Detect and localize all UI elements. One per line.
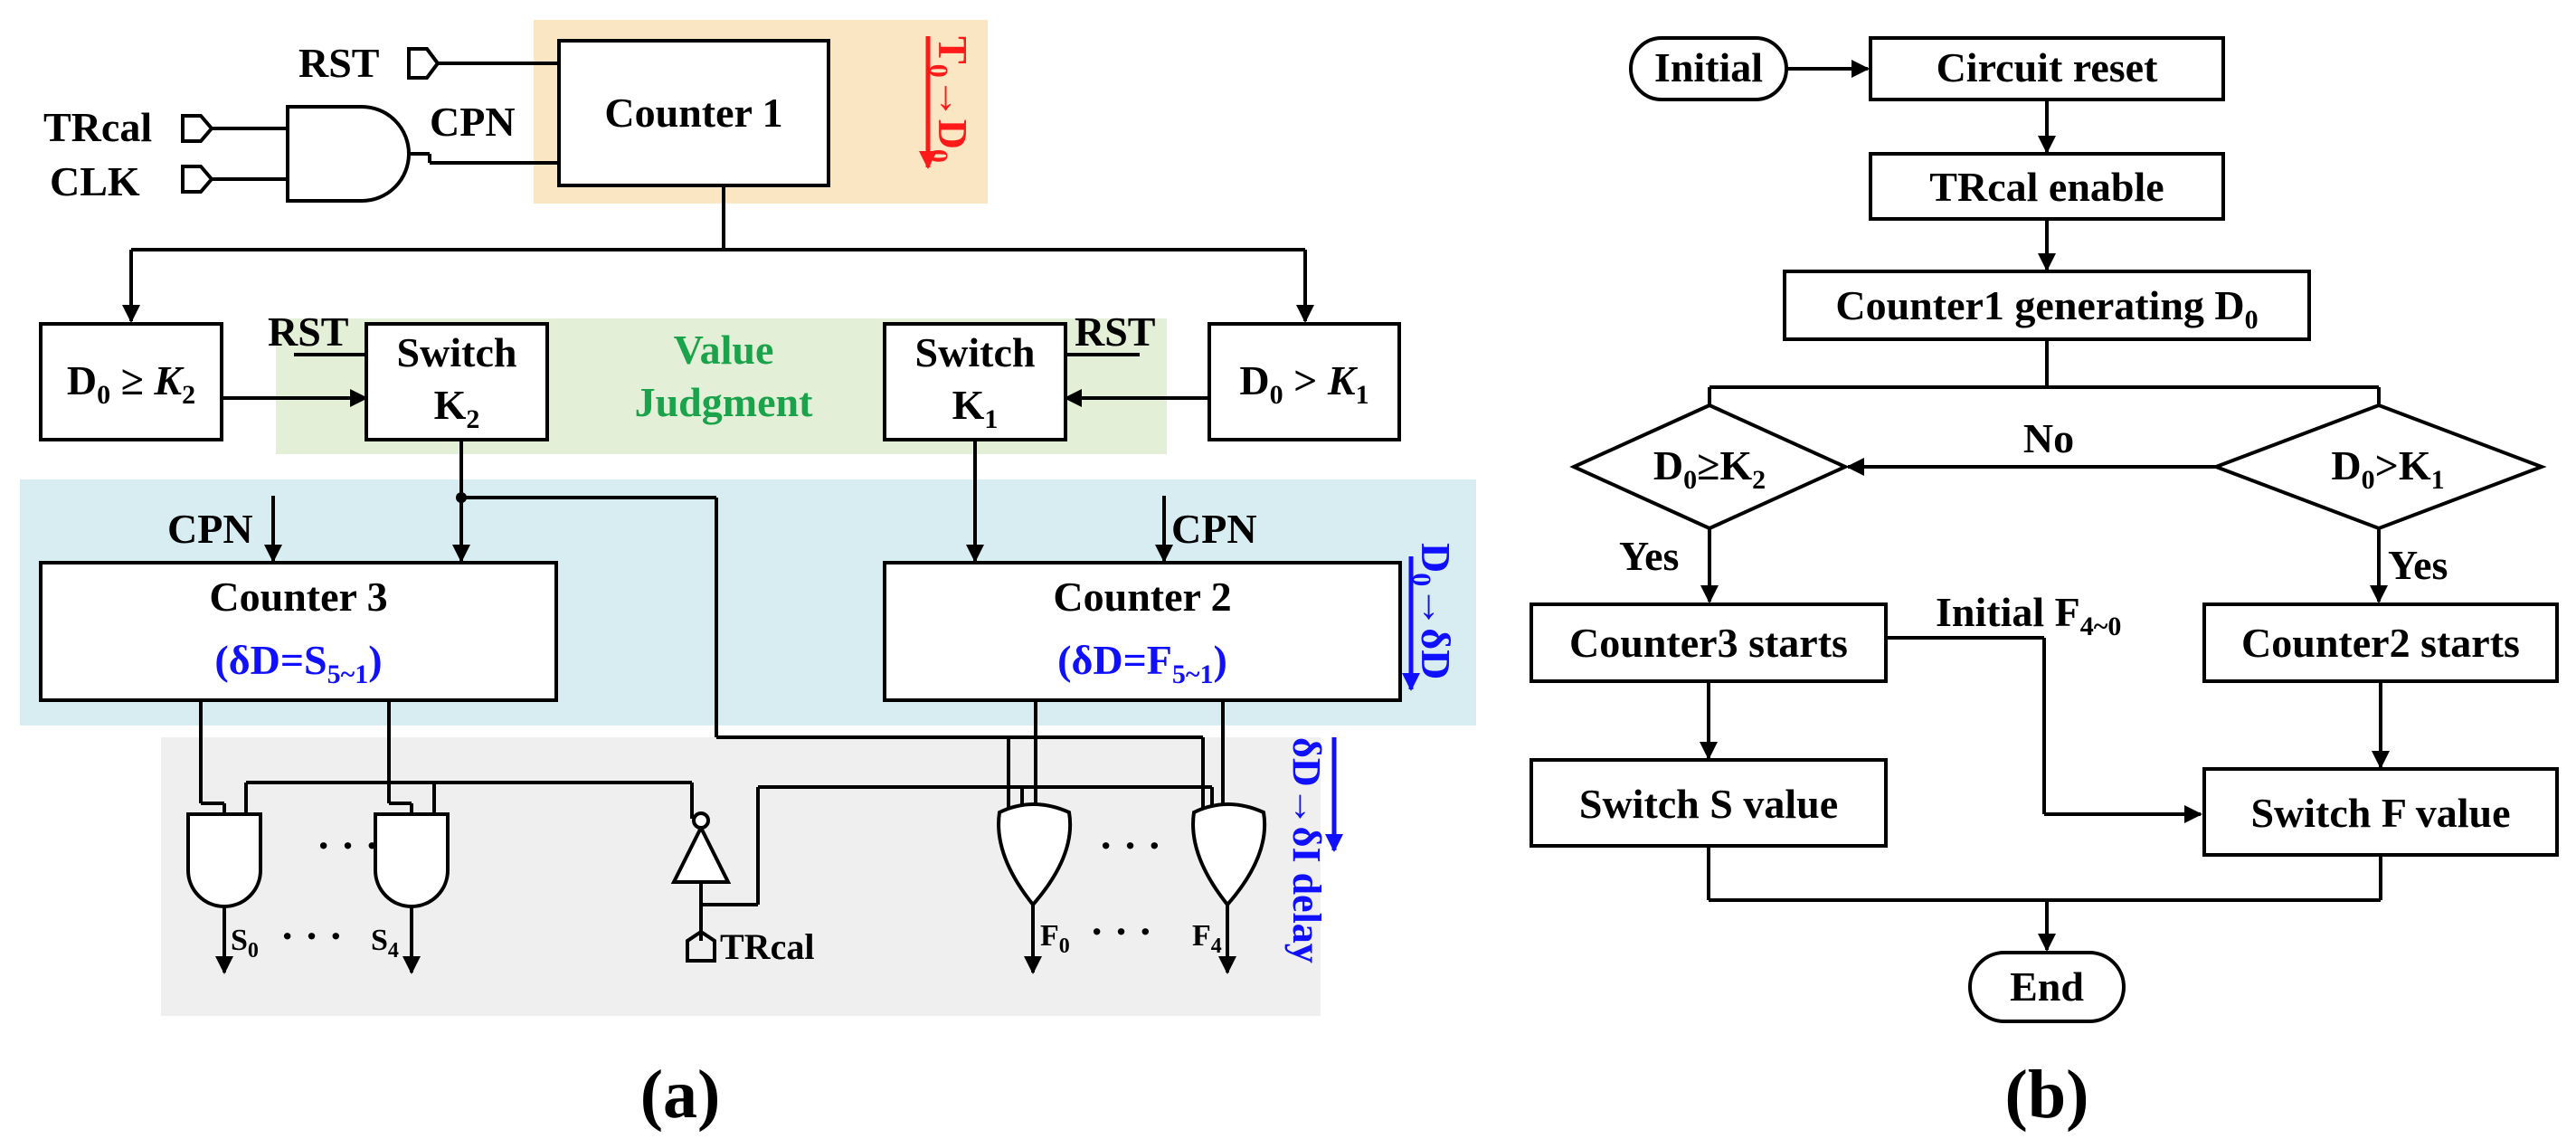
and-gate-s0 <box>186 812 262 908</box>
counter1-label: Counter 1 <box>604 90 782 136</box>
dots-s: · · · <box>280 913 343 959</box>
clk-label: CLK <box>50 158 140 204</box>
circuit-reset-label: Circuit reset <box>1937 44 2159 90</box>
or-gate-f4 <box>1191 802 1267 908</box>
switch-k1-line1: Switch <box>915 329 1036 375</box>
no-label: No <box>2023 415 2074 461</box>
counter3-title: Counter 3 <box>209 574 387 620</box>
switch-k2-block <box>365 322 549 441</box>
or-gate-f0 <box>997 802 1073 908</box>
caption-b: (b) <box>2005 1057 2089 1133</box>
switch-k1-block <box>883 322 1067 441</box>
rst-label: RST <box>298 40 379 86</box>
value-judgment-line2: Judgment <box>635 379 813 425</box>
rst-right-label: RST <box>1075 308 1155 355</box>
and-gate-s4 <box>374 812 450 908</box>
counter2-starts-block <box>2202 602 2559 683</box>
and-gate-input <box>286 105 411 203</box>
panel-b: Initial Circuit reset TRcal enable Count… <box>1530 36 2559 1133</box>
rst-left-label: RST <box>268 308 348 355</box>
trcal-enable-label: TRcal enable <box>1929 164 2164 210</box>
initial-label: Initial <box>1654 44 1763 90</box>
end-terminal <box>1968 951 2126 1023</box>
counter2-starts-label: Counter2 starts <box>2241 620 2520 666</box>
counter3-starts-label: Counter3 starts <box>1569 620 1848 666</box>
trcal-bottom-pin <box>686 929 716 963</box>
initial-f-label: Initial F4~0 <box>1936 589 2121 641</box>
counter3-formula: (δD=S5~1) <box>214 637 382 689</box>
end-label: End <box>2010 963 2084 1010</box>
trcal-bottom-label: TRcal <box>720 926 814 967</box>
inverter-bubble <box>692 811 710 830</box>
trcal-pin <box>181 114 214 143</box>
caption-a: (a) <box>640 1057 721 1133</box>
switch-k2-line1: Switch <box>397 329 517 375</box>
counter2-block <box>883 561 1402 702</box>
cpn-label-top: CPN <box>430 99 516 145</box>
trcal-label: TRcal <box>43 104 152 150</box>
compare-k1-label: D0 > K1 <box>1239 357 1368 410</box>
switch-k1-line2: K1 <box>952 382 999 434</box>
decision-k1-label: D0>K1 <box>2331 442 2444 495</box>
yes-right-label: Yes <box>2388 542 2448 588</box>
compare-k1-block <box>1208 322 1401 441</box>
counter2-formula: (δD=F5~1) <box>1057 637 1227 689</box>
counter3-starts-block <box>1530 602 1888 683</box>
counter1-gen-block <box>1783 270 2311 341</box>
circuit-reset-block <box>1869 36 2225 101</box>
t0-d0-label: T0→D0 <box>923 36 976 163</box>
compare-k2-label: D0 ≥ K2 <box>67 357 195 410</box>
counter2-title: Counter 2 <box>1053 574 1231 620</box>
compare-k2-block <box>39 322 223 441</box>
counter3-block <box>39 561 558 702</box>
trcal-enable-block <box>1869 152 2225 221</box>
yes-left-label: Yes <box>1619 533 1679 579</box>
switch-k2-line2: K2 <box>434 382 480 434</box>
cpn-right-label: CPN <box>1171 506 1257 552</box>
s4-label: S4 <box>371 924 399 963</box>
f0-label: F0 <box>1040 919 1070 958</box>
cpn-left-label: CPN <box>167 506 253 552</box>
dots-f: · · · <box>1090 908 1152 954</box>
d0-dd-label: D0→δD <box>1406 543 1459 679</box>
dots-or: · · · <box>1099 822 1161 868</box>
switch-f-label: Switch F value <box>2250 790 2510 836</box>
rst-pin <box>407 47 440 80</box>
panel-a: RST TRcal CLK CPN Counter 1 T0→D0 D0 ≥ K… <box>20 20 1476 1133</box>
s0-label: S0 <box>231 924 259 963</box>
decision-k2-label: D0≥K2 <box>1653 442 1766 495</box>
dots-and: · · · <box>317 822 379 868</box>
gray-region <box>161 737 1321 1016</box>
dd-di-label: δD→δI delay <box>1284 737 1329 963</box>
counter1-block <box>557 39 830 187</box>
counter1-gen-label: Counter1 generating D0 <box>1835 282 2258 335</box>
clk-pin <box>181 165 214 194</box>
f4-label: F4 <box>1192 919 1222 958</box>
switch-s-label: Switch S value <box>1579 781 1838 827</box>
value-judgment-line1: Value <box>674 327 774 373</box>
